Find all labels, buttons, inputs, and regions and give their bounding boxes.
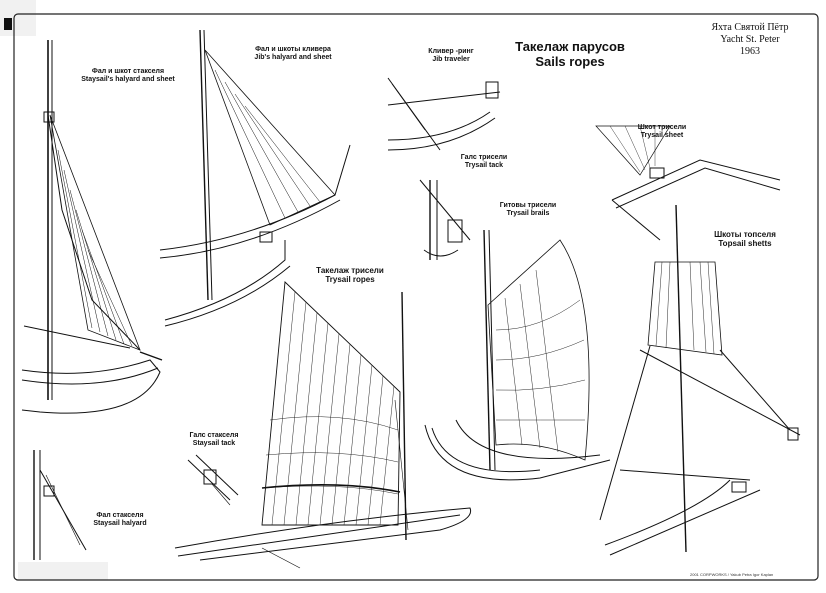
staysail-halyard-drawing <box>33 450 87 560</box>
label-staysail-halyard-sheet: Фал и шкот стакселя Staysail's halyard a… <box>81 68 175 84</box>
trysail-ropes-drawing <box>174 281 472 569</box>
label-staysail-halyard: Фал стакселя Staysail halyard <box>93 512 147 528</box>
yacht-name-en: Yacht St. Peter <box>720 34 780 45</box>
staysail-tack-drawing <box>187 454 239 506</box>
trysail-brails-drawing <box>424 229 611 481</box>
staysail-halyard-sheet-drawing <box>21 40 163 414</box>
corner-scan-patch <box>18 562 108 580</box>
yacht-name-block: Яхта Святой Пётр Yacht St. Peter 1963 <box>690 22 810 58</box>
yacht-year: 1963 <box>740 46 760 57</box>
label-staysail-tack: Галс стакселя Staysail tack <box>189 432 239 448</box>
label-trysail-brails: Гитовы трисели Trysail brails <box>499 202 557 218</box>
title-ru: Такелаж парусов <box>515 39 625 54</box>
corner-black-tick <box>4 18 12 30</box>
sheet-border <box>13 13 819 581</box>
trysail-sheet-drawing <box>595 125 781 241</box>
label-trysail-tack: Галс трисели Trysail tack <box>460 154 508 170</box>
jib-halyard-sheet-drawing <box>159 29 351 327</box>
label-trysail-sheet: Шкот трисели Trysail sheet <box>637 124 687 140</box>
label-topsail-sheets: Шкоты топселя Topsail shetts <box>714 230 776 249</box>
title-en: Sails ropes <box>535 53 605 69</box>
trysail-tack-drawing <box>419 179 471 260</box>
jib-traveler-drawing <box>387 77 501 151</box>
label-jib-halyard-sheet: Фал и шкоты кливера Jib's halyard and sh… <box>254 46 332 62</box>
topsail-sheets-drawing <box>599 204 801 556</box>
yacht-name-ru: Яхта Святой Пётр <box>711 22 789 33</box>
title-block: Такелаж парусов Sails ropes <box>500 39 640 70</box>
footer-credit: 2001 CORPWORKS / Yakub Petra Igor Kaplan <box>690 572 774 577</box>
label-trysail-ropes: Такелаж трисели Trysail ropes <box>316 266 384 285</box>
label-jib-traveler: Кливер -ринг Jib traveler <box>428 48 474 64</box>
